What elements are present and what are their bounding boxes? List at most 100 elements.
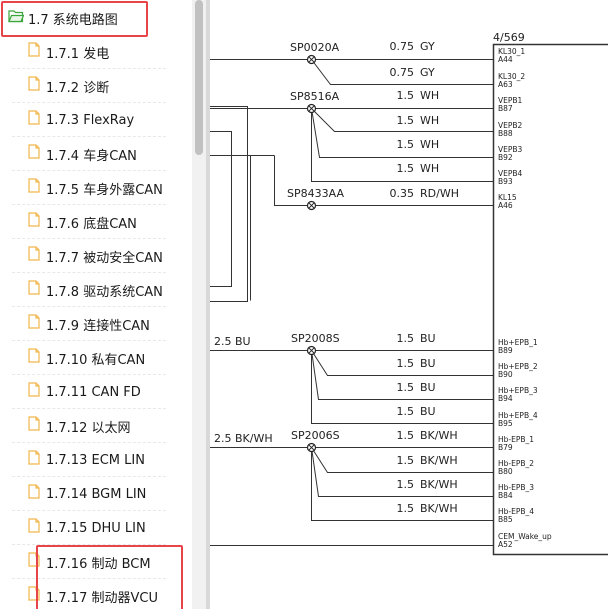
wire-size-label: 1.5 (397, 478, 415, 491)
pin-id: B90 (498, 370, 513, 379)
wire-color-label: WH (420, 138, 439, 151)
document-icon (28, 280, 40, 300)
tree-item[interactable]: 1.7.2 诊断 (0, 69, 188, 103)
pin-name: KL30_1 (498, 47, 525, 56)
wire-size-label: 1.5 (397, 138, 415, 151)
tree-item[interactable]: 1.7.8 驱动系统CAN (0, 273, 188, 307)
pin-name: VEPB2 (498, 121, 523, 130)
scrollbar-thumb[interactable] (195, 0, 203, 155)
splice-label: SP8516A (290, 90, 340, 103)
pin-id: A44 (498, 55, 513, 64)
pin-id: B80 (498, 467, 513, 476)
document-icon (28, 552, 40, 572)
document-icon (28, 348, 40, 368)
wire-size-label: 1.5 (397, 502, 415, 515)
tree-item-label: 1.7.16 制动 BCM (46, 556, 151, 572)
tree-item[interactable]: 1.7.6 底盘CAN (0, 205, 188, 239)
pin-id: A52 (498, 540, 513, 549)
document-icon (28, 42, 40, 62)
tree-item[interactable]: 1.7.14 BGM LIN (0, 477, 188, 511)
pin-id: B85 (498, 515, 513, 524)
circuit-tree-sidebar: 1.7 系统电路图 1.7.1 发电 1.7.2 诊断 1.7.3 FlexRay 1… (0, 0, 192, 609)
wire-color-label: WH (420, 89, 439, 102)
tree-item[interactable]: 1.7.12 以太网 (0, 409, 188, 443)
document-icon (28, 382, 40, 402)
tree-item[interactable]: 1.7.9 连接性CAN (0, 307, 188, 341)
document-icon (28, 178, 40, 198)
wire-color-label: BK/WH (420, 502, 458, 515)
pin-id: B79 (498, 443, 513, 452)
wire-size-label: 0.75 (390, 66, 415, 79)
document-icon (28, 518, 40, 538)
tree-item-label: 1.7.5 车身外露CAN (46, 182, 163, 198)
pin-name: VEPB1 (498, 96, 523, 105)
wire-size-label: 1.5 (397, 429, 415, 442)
wire-color-label: WH (420, 162, 439, 175)
tree-item-label: 1.7.7 被动安全CAN (46, 250, 163, 266)
wire-size-label: 1.5 (397, 89, 415, 102)
pin-name: Hb+EPB_4 (498, 411, 538, 420)
pin-name: VEPB3 (498, 145, 523, 154)
wire-color-label: BK/WH (420, 478, 458, 491)
splice-node (306, 54, 317, 65)
tree-item-label: 1.7.6 底盘CAN (46, 216, 137, 232)
wire-size-label: 1.5 (397, 357, 415, 370)
wire-color-label: RD/WH (420, 187, 459, 200)
wire-color-label: GY (420, 66, 435, 79)
wire-size-label: 1.5 (397, 405, 415, 418)
pin-id: A63 (498, 80, 513, 89)
document-icon (28, 450, 40, 470)
pin-id: A46 (498, 201, 513, 210)
tree-item-label: 1.7.3 FlexRay (46, 112, 135, 128)
tree-item-system-diagrams[interactable]: 1.7 系统电路图 (0, 1, 188, 35)
tree-item-label: 1.7.14 BGM LIN (46, 486, 147, 502)
wire-color-label: WH (420, 114, 439, 127)
tree-item[interactable]: 1.7.3 FlexRay (0, 103, 188, 137)
document-icon (28, 212, 40, 232)
splice-node (306, 200, 317, 211)
wire-size-label: 0.75 (390, 40, 415, 53)
sidebar-scrollbar[interactable] (192, 0, 206, 609)
pin-name: CEM_Wake_up (498, 532, 552, 541)
tree-item[interactable]: 1.7.1 发电 (0, 35, 188, 69)
document-icon (28, 586, 40, 606)
pin-name: Hb+EPB_1 (498, 338, 538, 347)
tree-item[interactable]: 1.7.5 车身外露CAN (0, 171, 188, 205)
wire-color-label: BU (420, 381, 436, 394)
folder-open-icon (8, 9, 25, 28)
document-icon (28, 246, 40, 266)
tree-item[interactable]: 1.7.15 DHU LIN (0, 511, 188, 545)
pane-splitter[interactable] (206, 0, 210, 609)
page-label: 4/569 (493, 31, 525, 44)
tree-item-label: 1.7.4 车身CAN (46, 148, 137, 164)
tree-item[interactable]: 1.7.7 被动安全CAN (0, 239, 188, 273)
splice-label: SP2006S (291, 429, 340, 442)
tree-item-label: 1.7.1 发电 (46, 46, 110, 62)
tree-item-label: 1.7.15 DHU LIN (46, 520, 146, 536)
tree-item-label: 1.7.8 驱动系统CAN (46, 284, 163, 300)
tree-item-label: 1.7.2 诊断 (46, 80, 110, 96)
tree-item[interactable]: 1.7.16 制动 BCM (0, 545, 188, 579)
tree-item-label: 1.7 系统电路图 (28, 12, 118, 28)
tree-item-label: 1.7.13 ECM LIN (46, 452, 145, 468)
tree-item[interactable]: 1.7.4 车身CAN (0, 137, 188, 171)
pin-id: B84 (498, 491, 513, 500)
pin-id: B92 (498, 153, 513, 162)
tree-item[interactable]: 1.7.13 ECM LIN (0, 443, 188, 477)
wire-size-label: 1.5 (397, 332, 415, 345)
pin-name: Hb+EPB_3 (498, 386, 538, 395)
document-icon (28, 110, 40, 130)
tree-item[interactable]: 1.7.11 CAN FD (0, 375, 188, 409)
wire-color-label: BU (420, 405, 436, 418)
pin-name: VEPB4 (498, 169, 523, 178)
wire-color-label: BU (420, 332, 436, 345)
tree-item[interactable]: 1.7.10 私有CAN (0, 341, 188, 375)
feed-label: 2.5 BU (214, 335, 251, 348)
tree-item[interactable]: 1.7.17 制动器VCU (0, 579, 188, 609)
splice-node (306, 442, 317, 453)
document-icon (28, 76, 40, 96)
pin-id: B93 (498, 177, 513, 186)
tree-item-label: 1.7.10 私有CAN (46, 352, 146, 368)
pin-id: B95 (498, 419, 513, 428)
